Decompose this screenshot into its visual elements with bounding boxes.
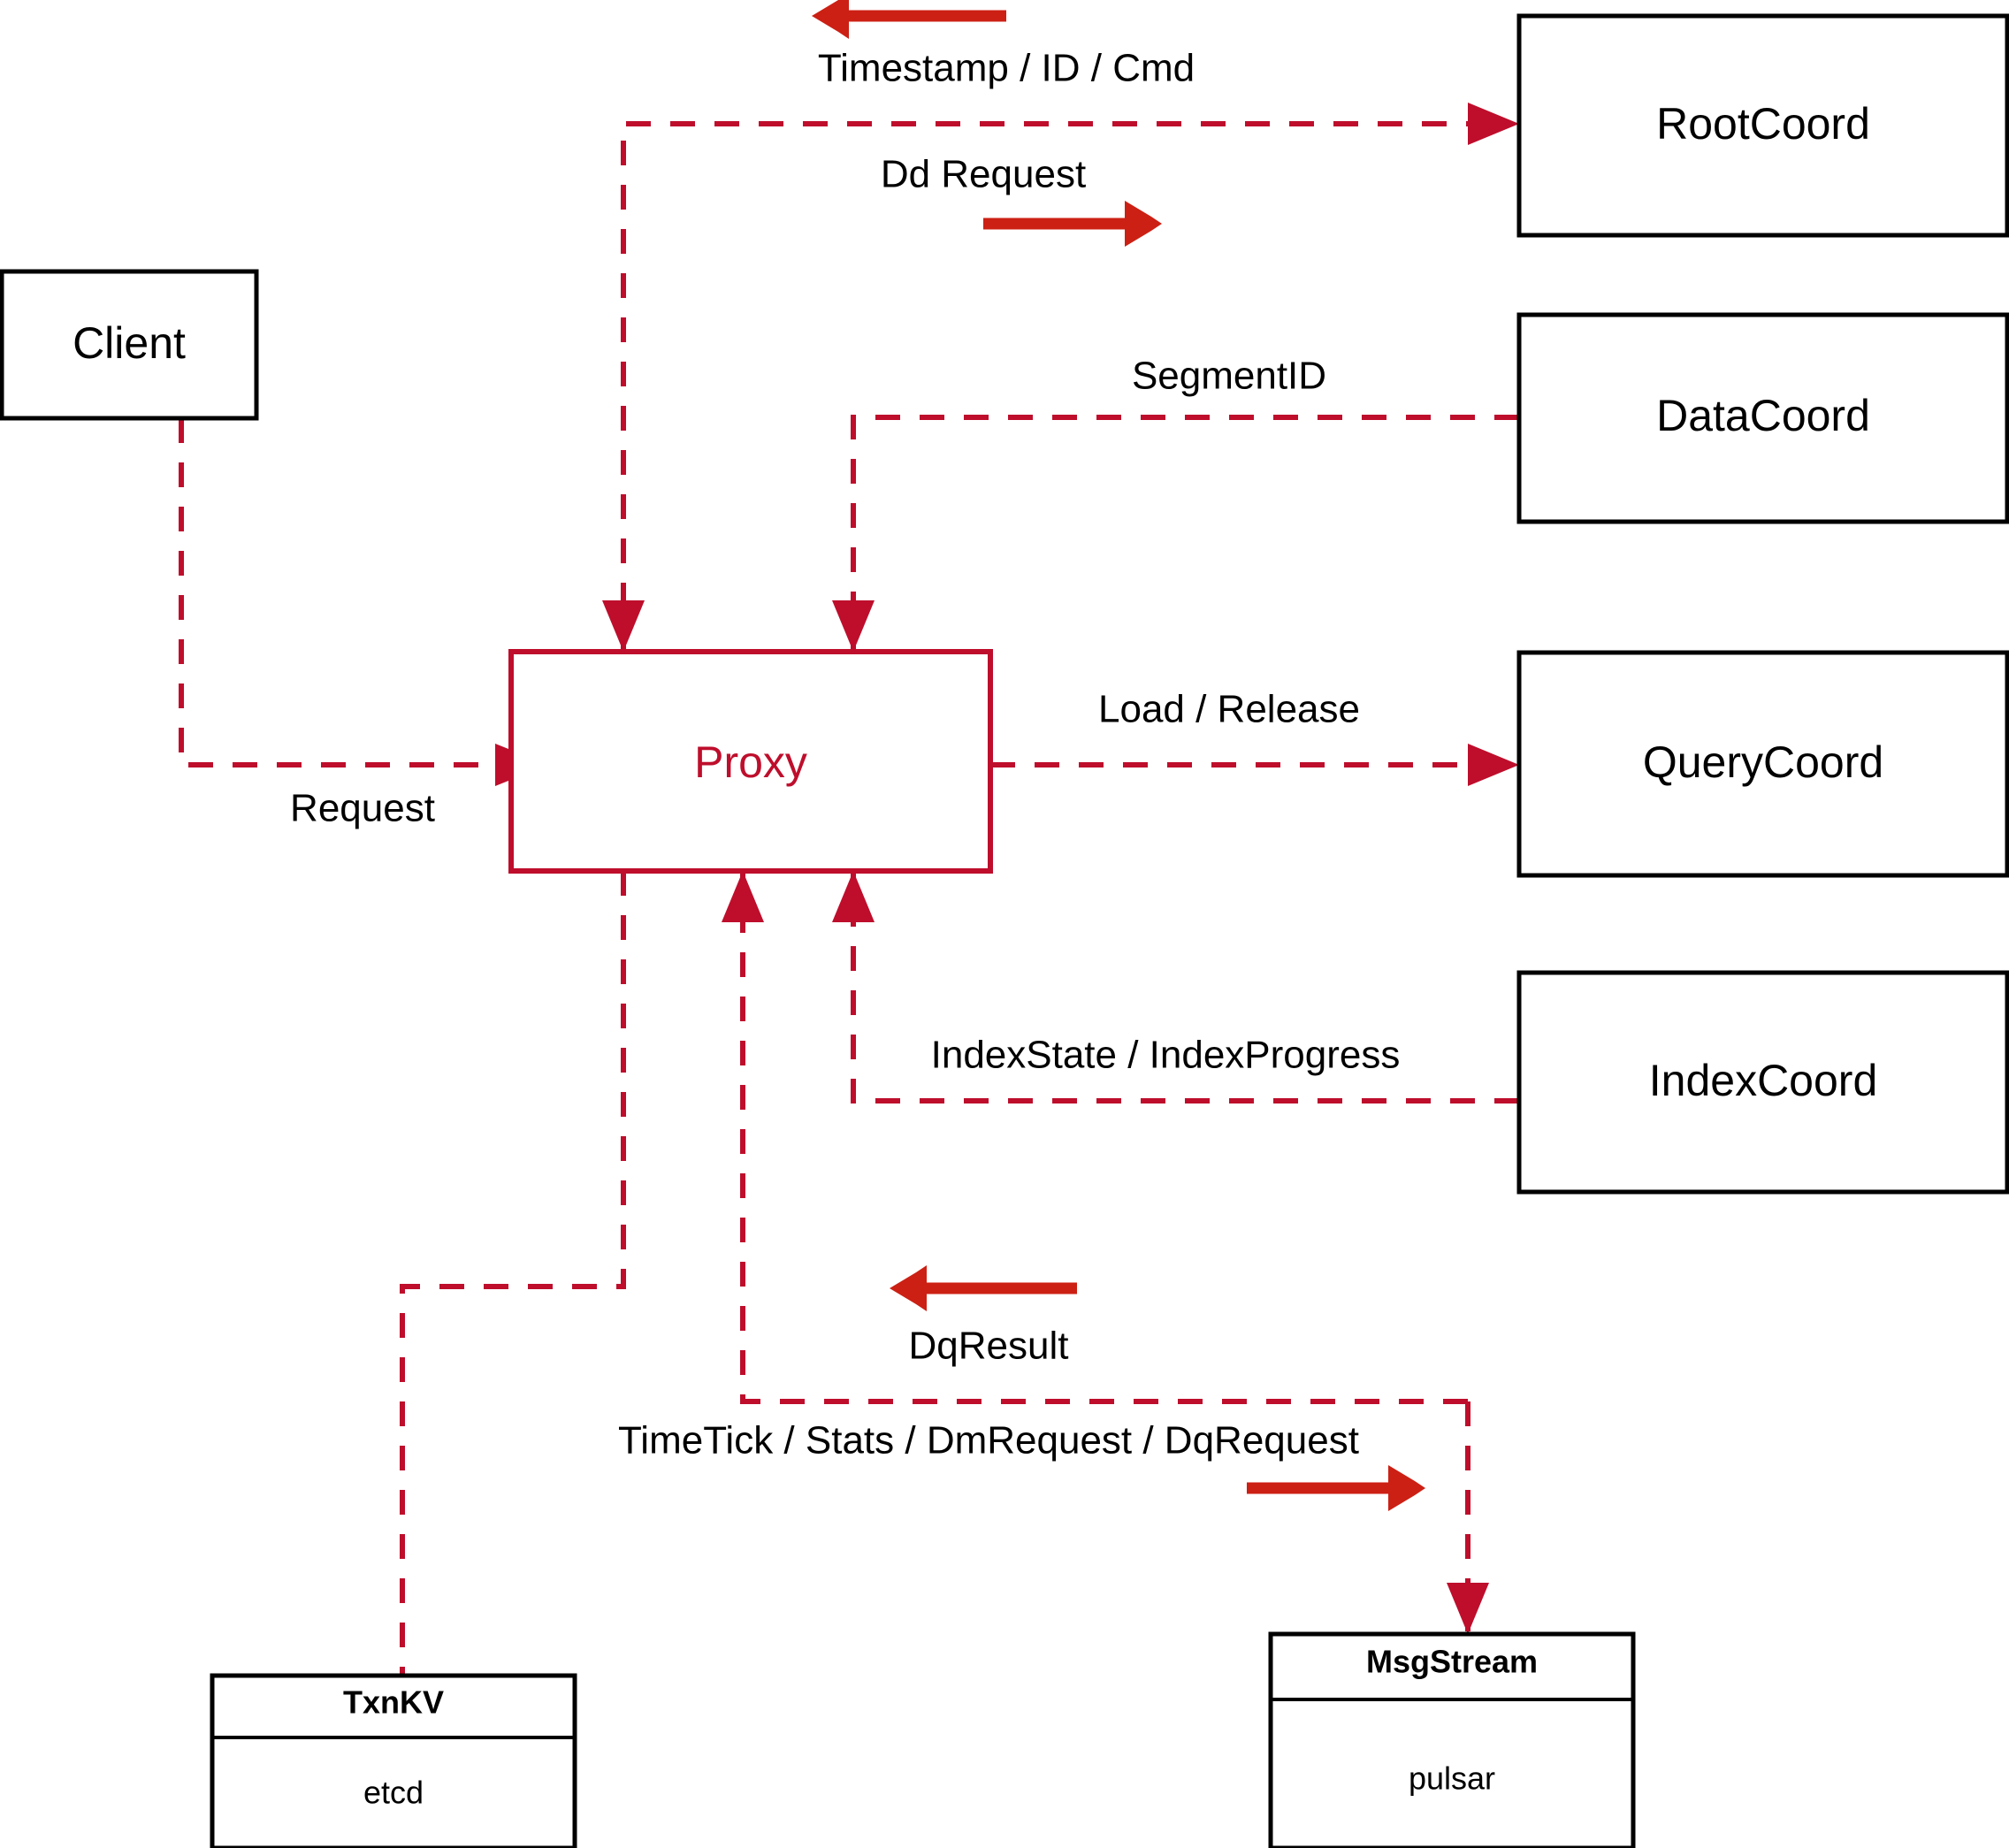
arrowhead-indexcoord-to-proxy [832, 871, 875, 922]
flow-msgstream-to-proxy [740, 871, 1468, 1404]
direction-arrow-dqresult [890, 1265, 1077, 1311]
edge-label-indexstate-indexprogress: IndexState / IndexProgress [931, 1034, 1401, 1077]
node-indexcoord[interactable]: IndexCoord [1516, 970, 2009, 1195]
direction-arrow-dd-request [983, 201, 1162, 247]
node-datacoord[interactable]: DataCoord [1516, 312, 2009, 524]
node-client[interactable]: Client [0, 269, 259, 421]
arrowhead-proxy-to-rootcoord [1468, 103, 1519, 145]
node-msgstream[interactable]: MsgStream pulsar [1268, 1631, 1636, 1848]
arrowhead-datacoord-to-proxy [832, 600, 875, 652]
node-indexcoord-box[interactable] [1516, 970, 2009, 1195]
flow-proxy-to-txnkv [400, 871, 626, 1676]
node-txnkv-box[interactable] [210, 1673, 577, 1848]
flow-client-to-proxy [179, 418, 495, 767]
node-proxy-label: Proxy [694, 737, 807, 787]
node-rootcoord[interactable]: RootCoord [1516, 13, 2009, 238]
node-msgstream-box[interactable] [1268, 1631, 1636, 1848]
node-rootcoord-label: RootCoord [1656, 99, 1870, 149]
edge-label-dqresult: DqResult [909, 1325, 1069, 1368]
arrowhead-proxy-to-msgstream [1447, 1583, 1489, 1634]
direction-arrow-dmrequest [1247, 1465, 1425, 1511]
edge-label-timestamp-id-cmd: Timestamp / ID / Cmd [818, 47, 1195, 90]
arrowhead-rootcoord-to-proxy [602, 600, 645, 652]
node-querycoord[interactable]: QueryCoord [1516, 650, 2009, 878]
flow-datacoord-to-proxy [851, 415, 1519, 652]
node-txnkv[interactable]: TxnKV etcd [210, 1673, 577, 1848]
flow-proxy-to-rootcoord [621, 121, 1468, 652]
node-txnkv-title: TxnKV [343, 1684, 444, 1721]
edge-label-segmentid: SegmentID [1132, 355, 1326, 398]
node-querycoord-label: QueryCoord [1643, 737, 1883, 787]
node-datacoord-label: DataCoord [1656, 391, 1870, 440]
node-datacoord-box[interactable] [1516, 312, 2009, 524]
node-client-box[interactable] [0, 269, 259, 421]
node-msgstream-body: pulsar [1409, 1760, 1495, 1797]
arrowhead-proxy-to-querycoord [1468, 744, 1519, 786]
node-txnkv-body: etcd [363, 1775, 424, 1811]
flow-indexcoord-to-proxy [851, 871, 1519, 1103]
node-msgstream-title: MsgStream [1366, 1644, 1538, 1680]
node-rootcoord-box[interactable] [1516, 13, 2009, 238]
node-proxy-box[interactable] [508, 649, 993, 874]
direction-arrow-rootcoord-reply [812, 0, 1006, 39]
edge-label-timetick-stats-dmrequest-dqrequest: TimeTick / Stats / DmRequest / DqRequest [618, 1419, 1359, 1462]
node-querycoord-box[interactable] [1516, 650, 2009, 878]
node-proxy[interactable]: Proxy [508, 649, 993, 874]
node-client-label: Client [73, 318, 186, 368]
edge-label-request: Request [290, 787, 435, 830]
node-indexcoord-label: IndexCoord [1649, 1056, 1878, 1105]
edge-label-dd-request: Dd Request [881, 153, 1086, 196]
arrowhead-msgstream-to-proxy [722, 871, 764, 922]
edge-label-load-release: Load / Release [1098, 688, 1360, 731]
